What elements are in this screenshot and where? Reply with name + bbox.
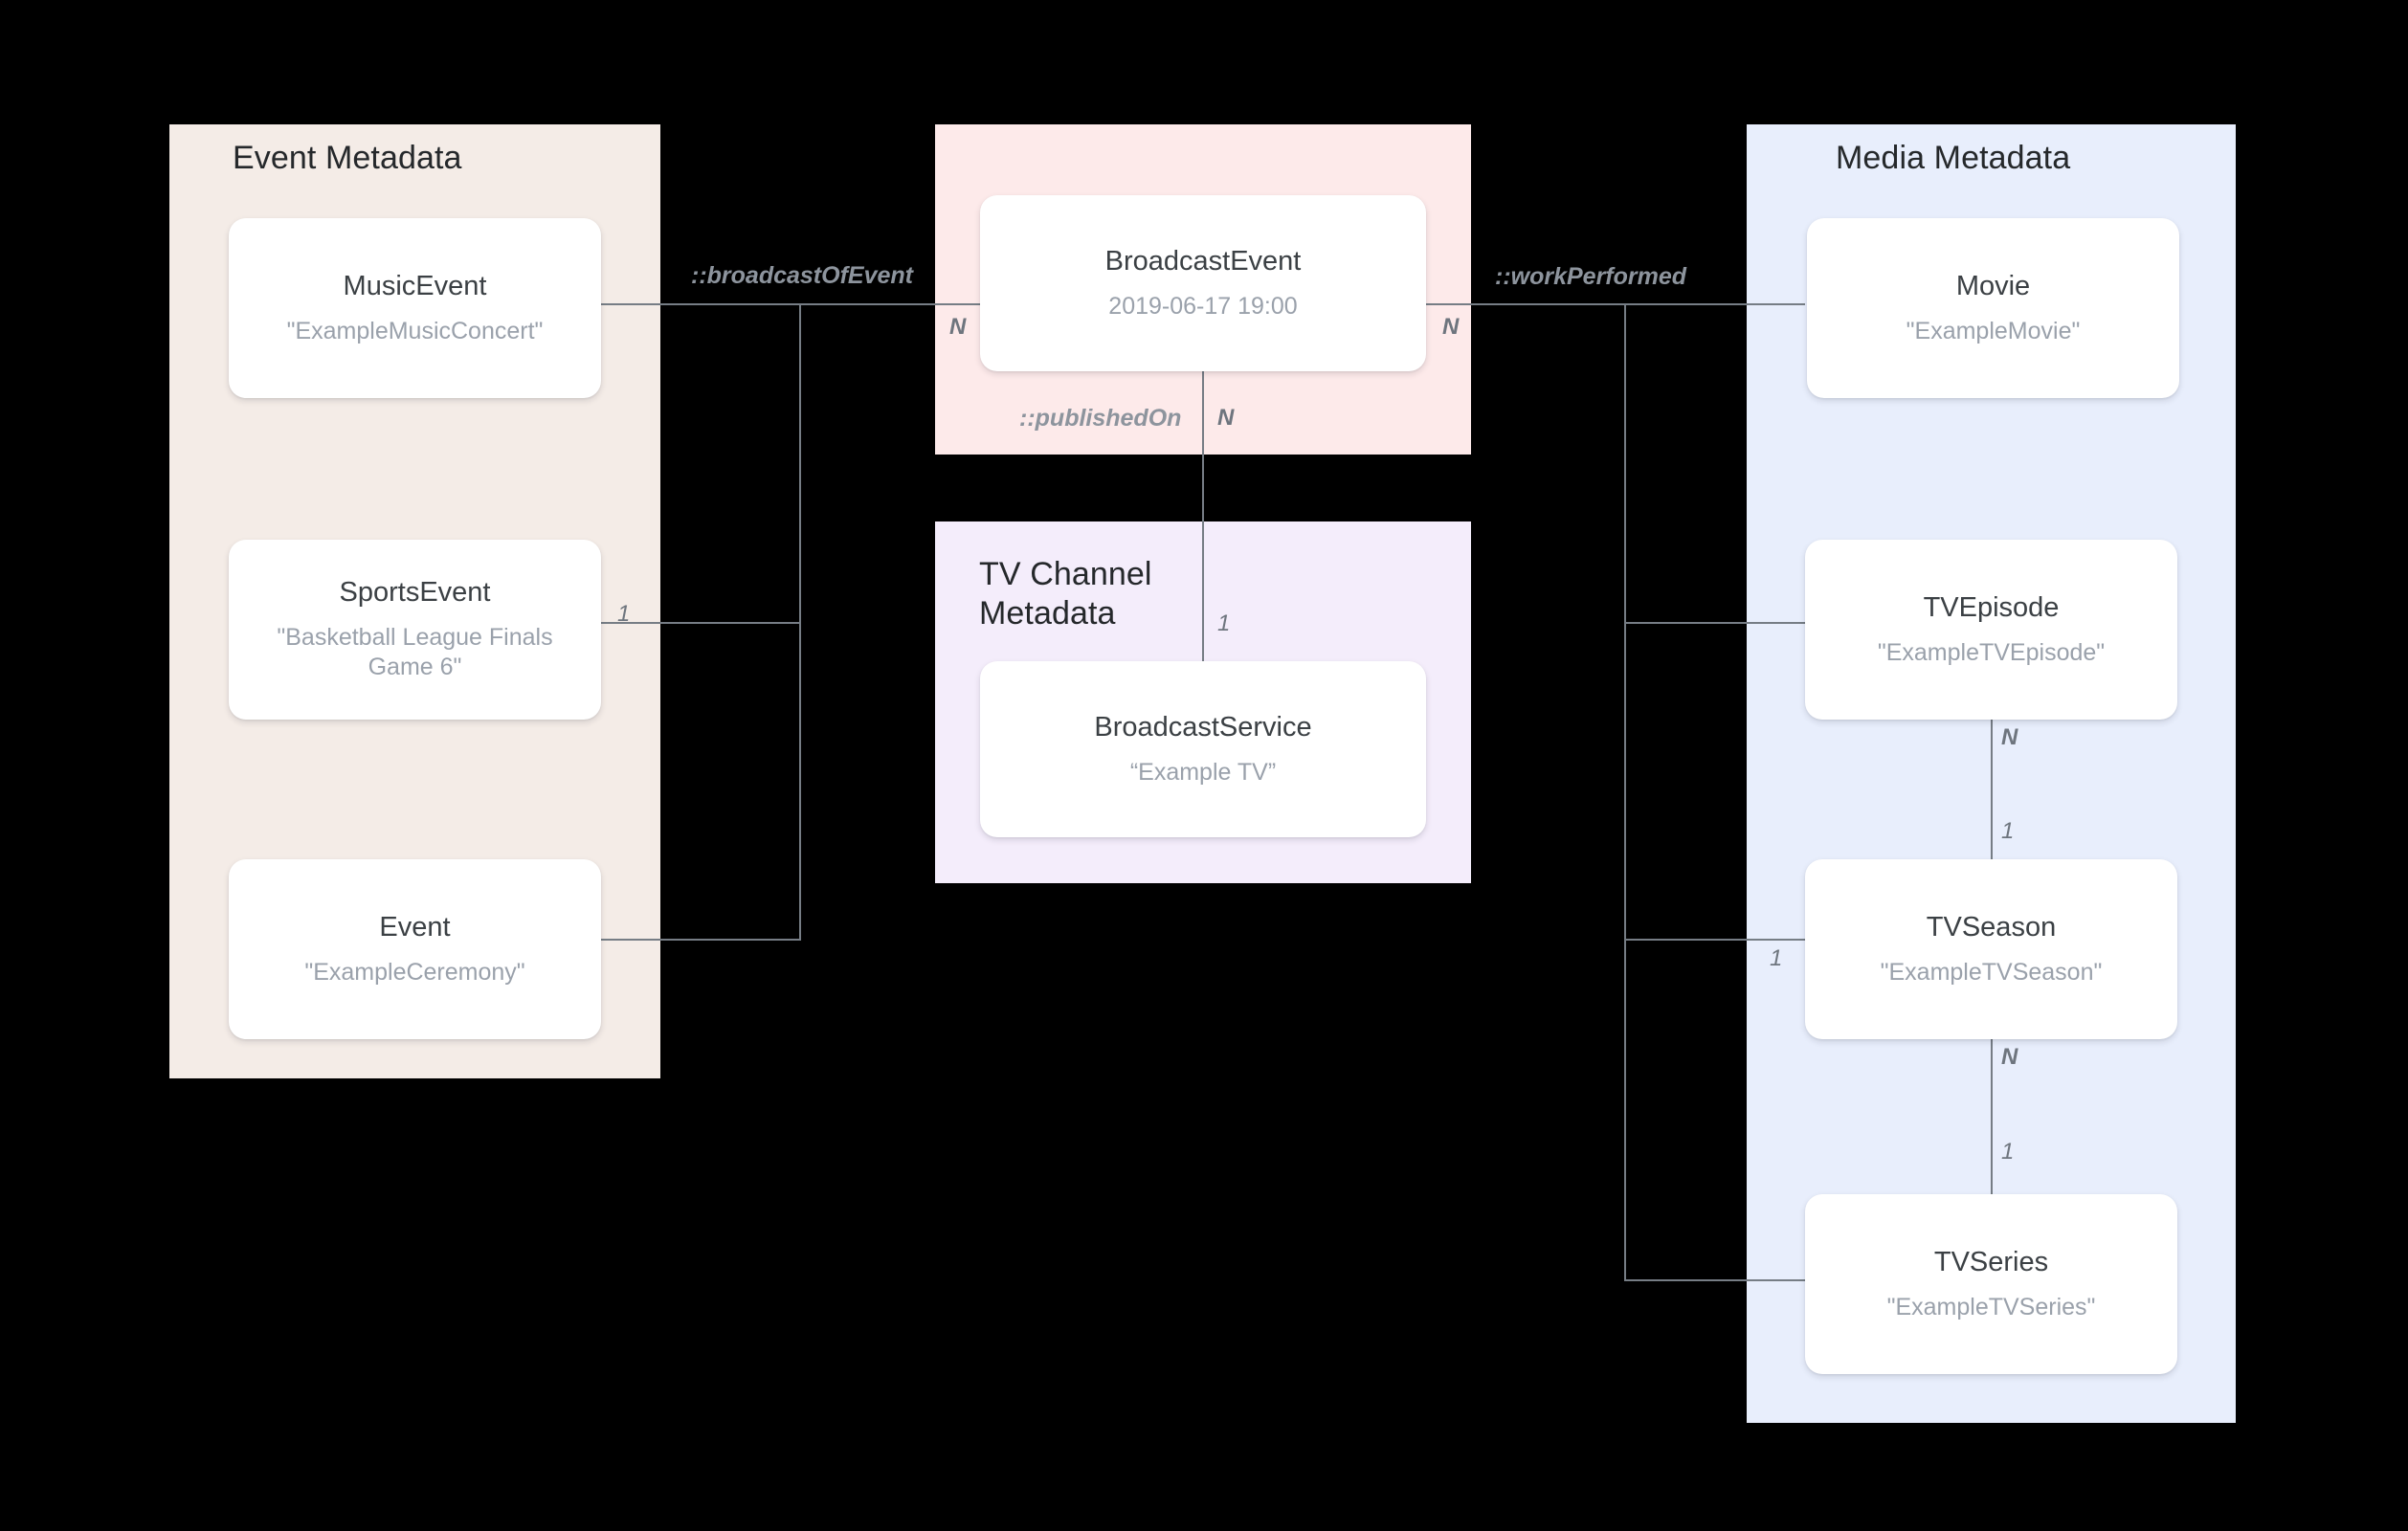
node-title: TVEpisode: [1923, 591, 2060, 623]
node-value: "ExampleTVSeason": [1880, 958, 2103, 986]
node-value: "Basketball League Finals Game 6": [277, 623, 553, 681]
node-tv-series[interactable]: TVSeries "ExampleTVSeries": [1805, 1194, 2177, 1374]
node-tv-episode[interactable]: TVEpisode "ExampleTVEpisode": [1805, 540, 2177, 720]
cardinality-one-broadcastservice: 1: [1217, 610, 1231, 636]
node-value: "ExampleTVSeries": [1886, 1293, 2096, 1320]
node-value: "ExampleTVEpisode": [1877, 638, 2106, 666]
node-sports-event[interactable]: SportsEvent "Basketball League Finals Ga…: [229, 540, 601, 720]
cardinality-n-publishedon: N: [1217, 405, 1235, 431]
node-tv-season[interactable]: TVSeason "ExampleTVSeason": [1805, 859, 2177, 1039]
cardinality-one-sportsevent-right: 1: [617, 601, 631, 627]
cardinality-n-tvepisode-bottom: N: [2001, 724, 2018, 750]
node-music-event[interactable]: MusicEvent "ExampleMusicConcert": [229, 218, 601, 398]
node-broadcast-service[interactable]: BroadcastService “Example TV”: [980, 661, 1426, 837]
node-value: "ExampleMusicConcert": [286, 317, 544, 344]
cardinality-n-broadcastevent-left: N: [949, 314, 967, 340]
panel-title-tv-channel-metadata: TV Channel Metadata: [979, 556, 1152, 632]
node-title: MusicEvent: [343, 270, 487, 301]
node-title: BroadcastEvent: [1104, 245, 1302, 277]
edge-label-published-on: ::publishedOn: [1019, 405, 1182, 432]
cardinality-n-tvseason-bottom: N: [2001, 1044, 2018, 1070]
cardinality-n-broadcastevent-right: N: [1442, 314, 1460, 340]
edge-label-broadcast-of-event: ::broadcastOfEvent: [691, 262, 913, 289]
cardinality-one-tvseries-top: 1: [2001, 1139, 2015, 1165]
panel-title-event-metadata: Event Metadata: [233, 140, 462, 176]
node-title: SportsEvent: [339, 577, 491, 609]
panel-title-media-metadata: Media Metadata: [1836, 140, 2071, 176]
node-title: TVSeason: [1926, 911, 2057, 943]
edge-label-work-performed: ::workPerformed: [1495, 263, 1687, 290]
node-movie[interactable]: Movie "ExampleMovie": [1807, 218, 2179, 398]
node-value: “Example TV”: [1129, 758, 1277, 786]
cardinality-one-tvseason-top: 1: [2001, 818, 2015, 844]
node-title: BroadcastService: [1094, 711, 1312, 743]
node-title: Event: [379, 911, 451, 943]
node-broadcast-event[interactable]: BroadcastEvent 2019-06-17 19:00: [980, 195, 1426, 371]
cardinality-one-tvseason-left: 1: [1770, 945, 1783, 971]
node-title: TVSeries: [1933, 1246, 2049, 1277]
node-event[interactable]: Event "ExampleCeremony": [229, 859, 601, 1039]
node-value: "ExampleMovie": [1906, 317, 2081, 344]
node-title: Movie: [1955, 270, 2031, 301]
node-value: 2019-06-17 19:00: [1108, 292, 1298, 320]
node-value: "ExampleCeremony": [304, 958, 525, 986]
